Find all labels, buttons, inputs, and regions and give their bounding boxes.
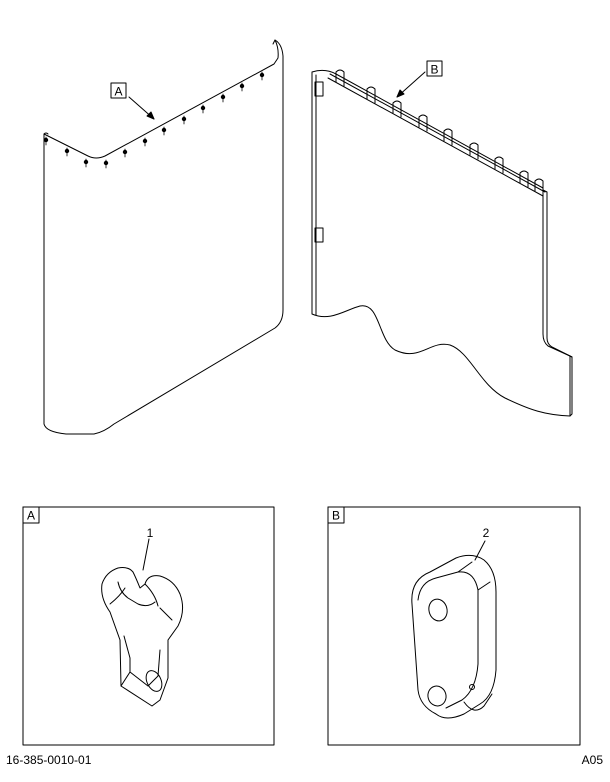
detail-b-frame bbox=[327, 506, 581, 746]
callout-a bbox=[110, 82, 155, 120]
page-code: A05 bbox=[581, 753, 603, 767]
callout-a-label: A bbox=[114, 85, 122, 99]
curtain-a bbox=[43, 39, 284, 435]
hook-part-1 bbox=[101, 567, 184, 707]
callout-b bbox=[396, 60, 443, 98]
detail-a-item-number: 1 bbox=[147, 526, 154, 540]
drawing-number: 16-385-0010-01 bbox=[6, 753, 92, 767]
curtain-b-hooks bbox=[335, 69, 544, 196]
detail-a-letter: A bbox=[27, 509, 35, 523]
curtain-b bbox=[311, 69, 573, 417]
clip-part-2 bbox=[411, 554, 497, 719]
callout-b-label: B bbox=[430, 63, 438, 77]
detail-b-letter: B bbox=[332, 509, 340, 523]
detail-b-item-number: 2 bbox=[483, 526, 490, 540]
detail-a-frame bbox=[22, 506, 275, 746]
